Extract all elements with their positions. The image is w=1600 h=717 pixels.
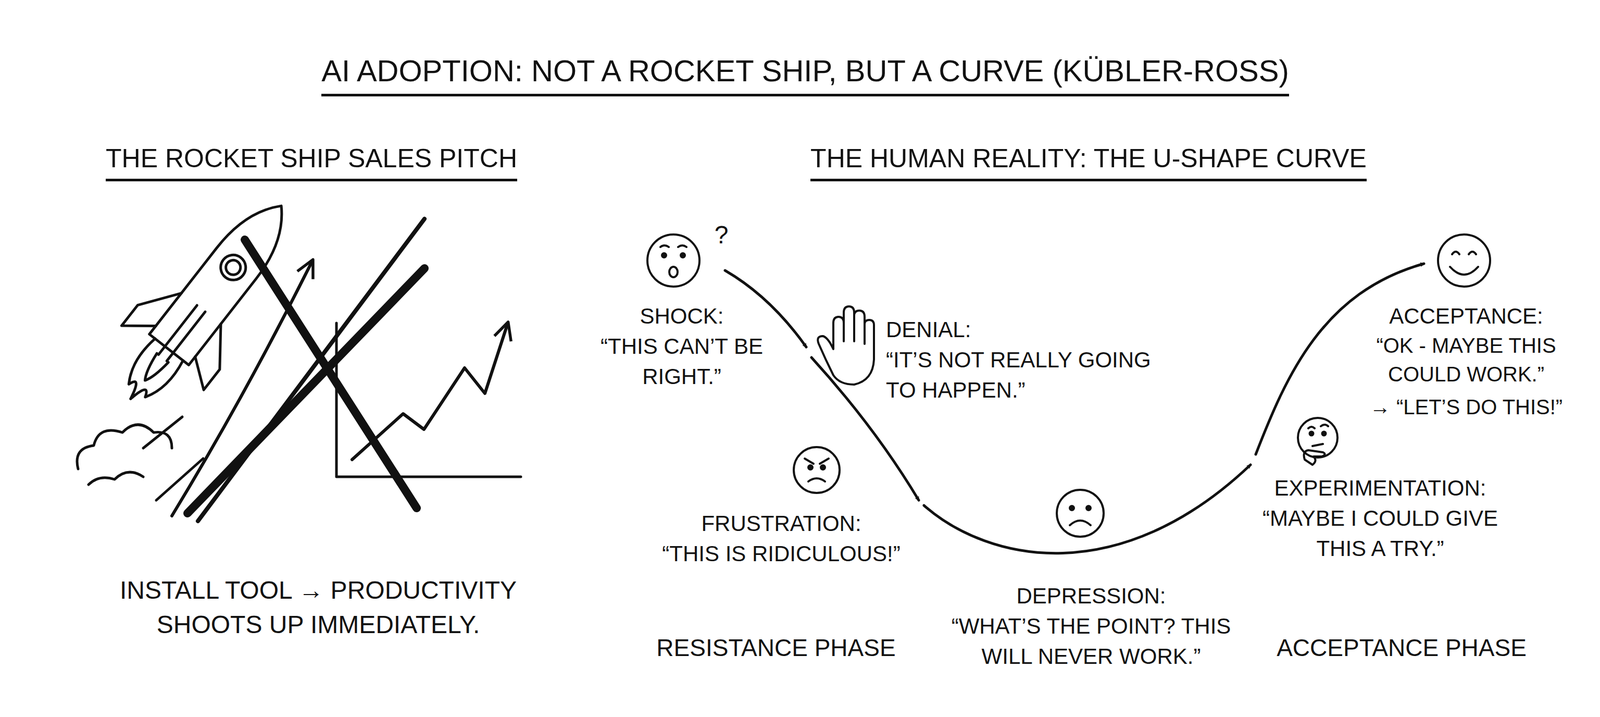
stage-name: DEPRESSION: — [1016, 580, 1166, 611]
section-heading: THE HUMAN REALITY: THE U-SHAPE CURVE — [810, 140, 1367, 182]
frustration-face — [793, 446, 840, 493]
question-mark: ? — [714, 217, 729, 253]
stage-quote: “THIS IS RIDICULOUS!” — [661, 538, 900, 569]
stop-hand — [817, 306, 874, 385]
pitch-caption: INSTALL TOOL → PRODUCTIVITY SHOOTS UP IM… — [68, 572, 569, 642]
rocket-drawing — [77, 173, 323, 500]
stage-quote: “WHAT’S THE POINT? THIS WILL NEVER WORK.… — [934, 610, 1248, 672]
depression-face — [1056, 489, 1104, 537]
thinking-face — [1297, 417, 1338, 465]
stage-quote: “IT’S NOT REALLY GOING TO HAPPEN.” — [885, 344, 1178, 406]
stage-name: EXPERIMENTATION: — [1274, 472, 1487, 504]
stage-name: ACCEPTANCE: — [1389, 301, 1544, 332]
stage-quote: “THIS CAN’T BE RIGHT.” — [588, 331, 776, 392]
stage-quote: → “LET’S DO THIS!” — [1369, 392, 1563, 422]
happy-face — [1438, 234, 1491, 287]
stage-quote: “OK - MAYBE THIS COULD WORK.” — [1346, 331, 1586, 389]
cross-out — [187, 239, 425, 514]
stage-name: SHOCK: — [639, 301, 724, 332]
shock-face — [647, 234, 700, 287]
stage-quote: “MAYBE I COULD GIVE THIS A TRY.” — [1260, 503, 1500, 564]
growth-arrows — [171, 218, 521, 521]
diagram-title: AI ADOPTION: NOT A ROCKET SHIP, BUT A CU… — [321, 50, 1290, 97]
section-heading: THE ROCKET SHIP SALES PITCH — [105, 140, 518, 182]
stage-name: FRUSTRATION: — [701, 508, 861, 539]
phase-label: RESISTANCE PHASE — [656, 631, 896, 665]
phase-label: ACCEPTANCE PHASE — [1276, 631, 1527, 665]
stage-name: DENIAL: — [885, 314, 971, 345]
